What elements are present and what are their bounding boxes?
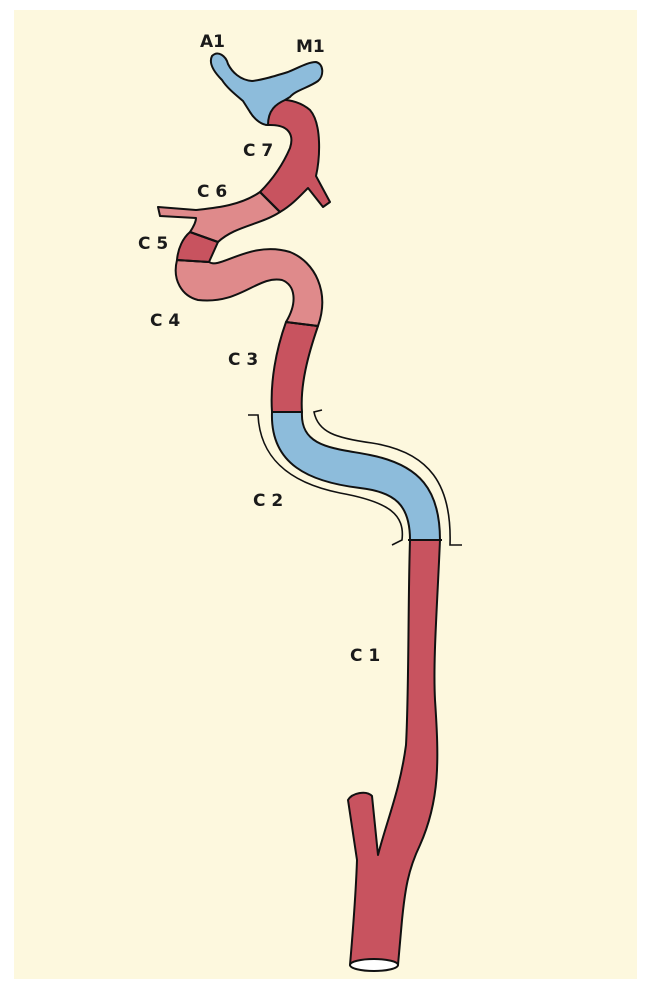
segment-c1: [348, 540, 440, 965]
label-a1: A1: [200, 32, 225, 52]
c1-vessel-opening: [350, 959, 398, 971]
label-c3: C 3: [228, 350, 258, 370]
label-c5: C 5: [138, 234, 168, 254]
label-c1: C 1: [350, 646, 380, 666]
label-c7: C 7: [243, 141, 273, 161]
label-c6: C 6: [197, 182, 227, 202]
segment-c3: [272, 322, 318, 412]
label-c4: C 4: [150, 311, 180, 331]
label-c2: C 2: [253, 491, 283, 511]
label-m1: M1: [296, 37, 325, 57]
segment-c2: [272, 412, 440, 540]
